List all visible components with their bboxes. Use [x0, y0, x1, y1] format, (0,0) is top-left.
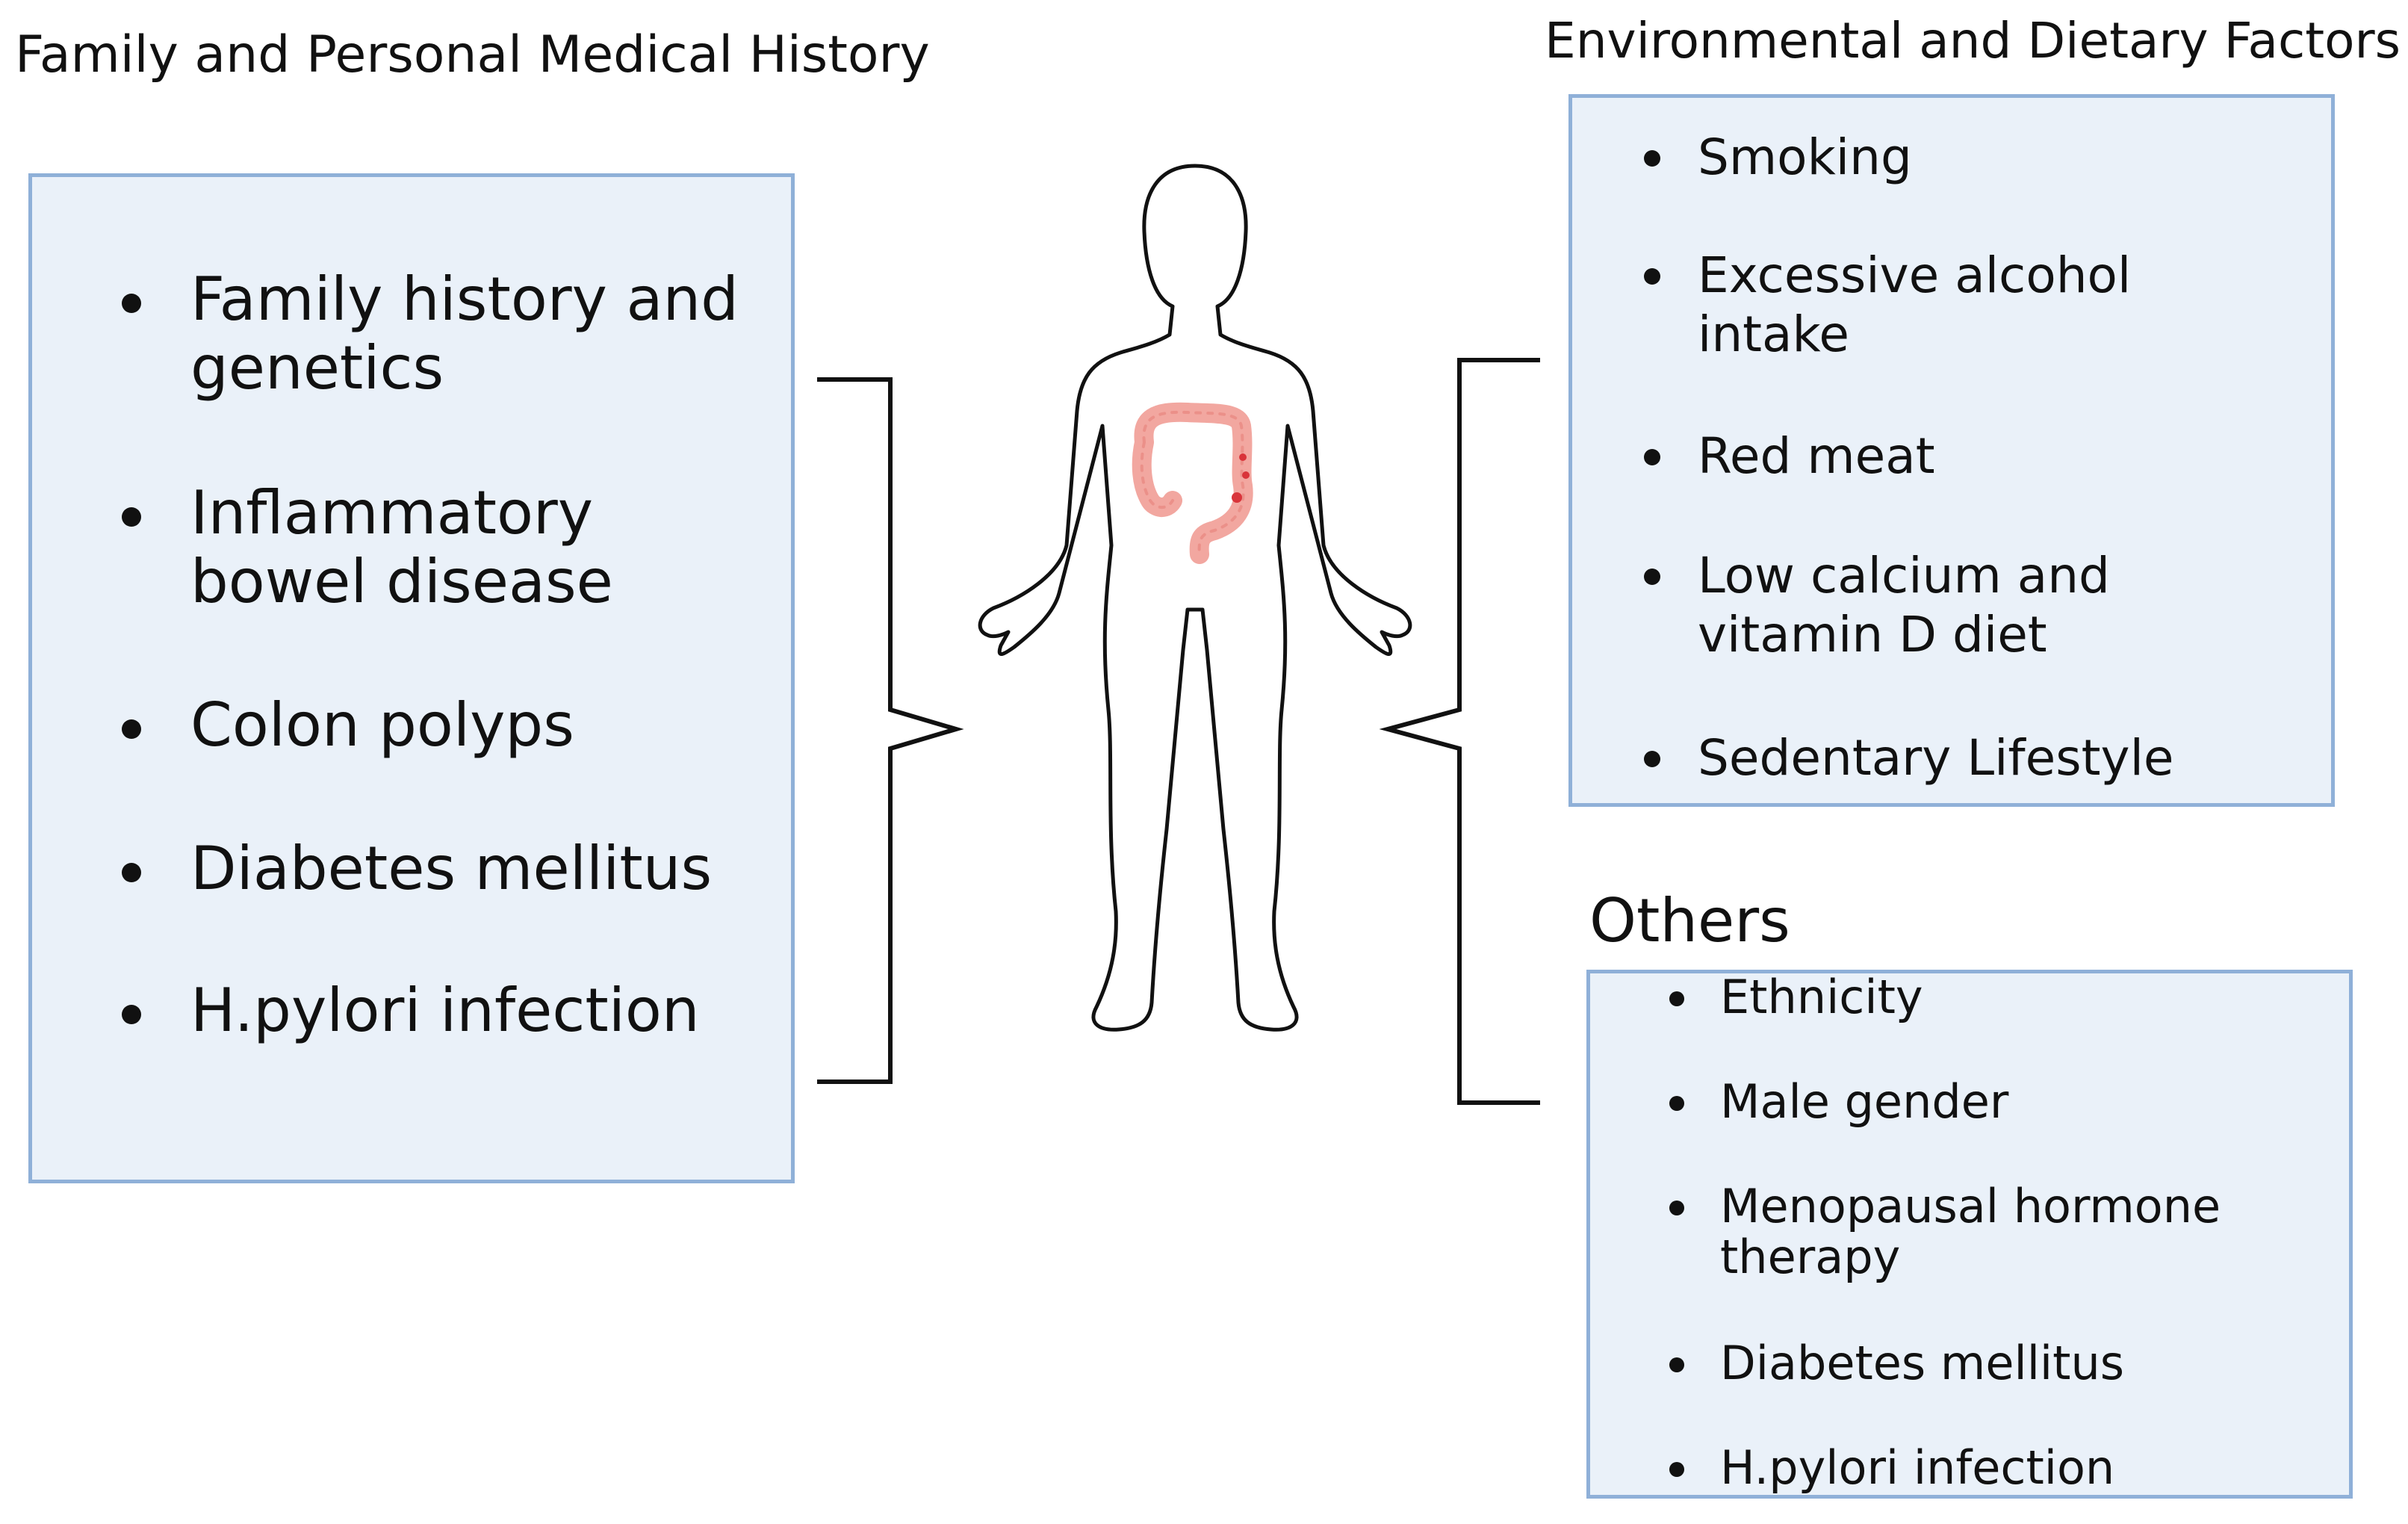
list-item-label: Low calcium and vitamin D diet: [1698, 547, 2110, 664]
bullet-icon: [1669, 1201, 1684, 1215]
list-item-label: H.pylori infection: [1720, 1440, 2115, 1495]
list-item-label: Diabetes mellitus: [1720, 1336, 2125, 1390]
right-bracket: [1379, 358, 1540, 1105]
left-heading: Family and Personal Medical History: [15, 25, 930, 84]
bullet-icon: [122, 863, 141, 882]
list-item: Low calcium and vitamin D diet: [1644, 546, 2161, 664]
left-bracket: [817, 377, 964, 1084]
bullet-icon: [1644, 751, 1660, 767]
list-item: H.pylori infection: [122, 976, 773, 1045]
list-item: Colon polyps: [122, 690, 773, 760]
list-item: Menopausal hormone therapy: [1669, 1179, 2258, 1285]
others-heading: Others: [1589, 886, 1790, 955]
colon-icon: [1132, 402, 1253, 564]
bullet-icon: [122, 719, 141, 739]
list-item-label: Red meat: [1698, 427, 1935, 485]
list-item: Inflammatory bowel disease: [122, 478, 773, 616]
list-item: Ethnicity: [1669, 970, 2333, 1024]
bullet-icon: [1644, 569, 1660, 585]
polyp-icon: [1242, 471, 1250, 479]
list-item: Excessive alcohol intake: [1644, 246, 2176, 364]
list-item: Sedentary Lifestyle: [1644, 728, 2310, 787]
bullet-icon: [1669, 1357, 1684, 1372]
list-item-label: Smoking: [1698, 128, 1912, 186]
list-item: Male gender: [1669, 1074, 2333, 1129]
list-item-label: Male gender: [1720, 1074, 2009, 1129]
bullet-icon: [122, 1005, 141, 1024]
bullet-icon: [1644, 150, 1660, 167]
bullet-icon: [122, 294, 141, 313]
list-item-label: Menopausal hormone therapy: [1720, 1179, 2221, 1285]
bullet-icon: [1669, 1096, 1684, 1111]
list-item: Smoking: [1644, 128, 2310, 187]
list-item-label: Inflammatory bowel disease: [190, 478, 613, 616]
list-item-label: Excessive alcohol intake: [1698, 247, 2132, 364]
right-heading: Environmental and Dietary Factors: [1545, 12, 2401, 69]
list-item: Red meat: [1644, 427, 2310, 486]
bullet-icon: [1669, 991, 1684, 1006]
list-item: H.pylori infection: [1669, 1440, 2333, 1495]
list-item-label: H.pylori infection: [190, 976, 700, 1045]
bullet-icon: [1644, 449, 1660, 465]
list-item-label: Family history and genetics: [190, 264, 739, 403]
list-item: Diabetes mellitus: [122, 834, 773, 903]
medical-history-panel: Family history and genetics Inflammatory…: [28, 173, 795, 1183]
human-body-icon: [978, 164, 1412, 1032]
polyp-icon: [1239, 453, 1247, 461]
environmental-factors-panel: Smoking Excessive alcohol intake Red mea…: [1568, 94, 2335, 807]
bullet-icon: [122, 507, 141, 527]
body-outline: [978, 164, 1412, 1032]
list-item-label: Sedentary Lifestyle: [1698, 729, 2174, 787]
list-item-label: Ethnicity: [1720, 970, 1923, 1024]
bullet-icon: [1669, 1462, 1684, 1477]
polyp-icon: [1232, 492, 1242, 503]
list-item: Diabetes mellitus: [1669, 1336, 2333, 1390]
list-item-label: Diabetes mellitus: [190, 834, 713, 903]
list-item: Family history and genetics: [122, 264, 773, 403]
bullet-icon: [1644, 268, 1660, 285]
others-panel: Ethnicity Male gender Menopausal hormone…: [1586, 970, 2353, 1499]
list-item-label: Colon polyps: [190, 690, 574, 760]
